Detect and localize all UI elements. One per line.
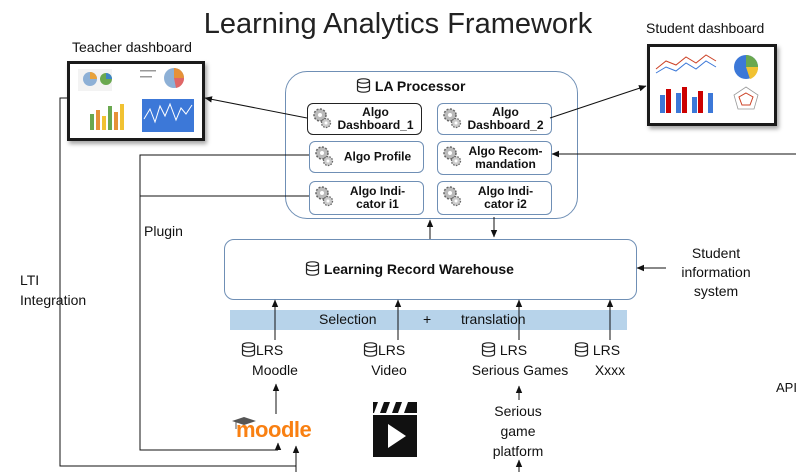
learning-record-warehouse-box: [224, 239, 637, 300]
student-dashboard-label: Student dashboard: [646, 20, 765, 36]
teacher-dashboard-screen: [67, 61, 205, 141]
database-icon: [305, 261, 320, 276]
selection-translation-strip: Selection + translation: [230, 310, 627, 330]
lrs-video-name: Video: [371, 362, 407, 378]
lrs-serious-games-name: Serious Games: [471, 362, 569, 378]
moodle-logo-text: moodle: [236, 417, 312, 442]
lrs-moodle-name: Moodle: [252, 362, 298, 378]
teacher-dashboard-image: [78, 68, 194, 132]
database-icon: [241, 342, 256, 357]
database-icon: [574, 342, 589, 357]
lrs-video-tag: LRS: [363, 342, 405, 358]
translation-label: translation: [461, 311, 526, 327]
database-icon: [356, 78, 371, 93]
gears-icon: [443, 186, 462, 207]
plugin-label: Plugin: [144, 223, 183, 239]
selection-label: Selection: [319, 311, 377, 327]
video-clapperboard-icon: [372, 400, 418, 463]
la-processor-title: LA Processor: [356, 78, 465, 94]
lrs-serious-games-tag: LRS: [481, 342, 527, 358]
gears-icon: [315, 186, 334, 207]
diagram-title: Learning Analytics Framework: [203, 8, 593, 40]
algo-profile: Algo Profile: [309, 141, 424, 173]
gears-icon: [315, 146, 334, 167]
algo-recommandation: Algo Recom-mandation: [437, 141, 552, 175]
warehouse-title: Learning Record Warehouse: [305, 261, 514, 277]
algo-indicator-i2: Algo Indi-cator i2: [437, 181, 552, 215]
lrs-moodle-tag: LRS: [241, 342, 283, 358]
teacher-dashboard-label: Teacher dashboard: [72, 39, 192, 55]
moodle-logo-graphic: [232, 417, 256, 429]
lrs-xxxx-name: Xxxx: [594, 362, 626, 378]
student-dashboard-screen: [647, 44, 777, 126]
api-label: API: [776, 380, 796, 395]
plus-sign: +: [423, 311, 432, 327]
algo-indicator-i1: Algo Indi-cator i1: [309, 181, 424, 215]
student-dashboard-image: [655, 54, 759, 113]
gears-icon: [443, 108, 462, 129]
moodle-logo: moodle: [230, 415, 322, 450]
lrs-xxxx-tag: LRS: [574, 342, 620, 358]
database-icon: [363, 342, 378, 357]
database-icon: [481, 342, 496, 357]
gears-icon: [443, 146, 462, 167]
gears-icon: [313, 108, 332, 129]
